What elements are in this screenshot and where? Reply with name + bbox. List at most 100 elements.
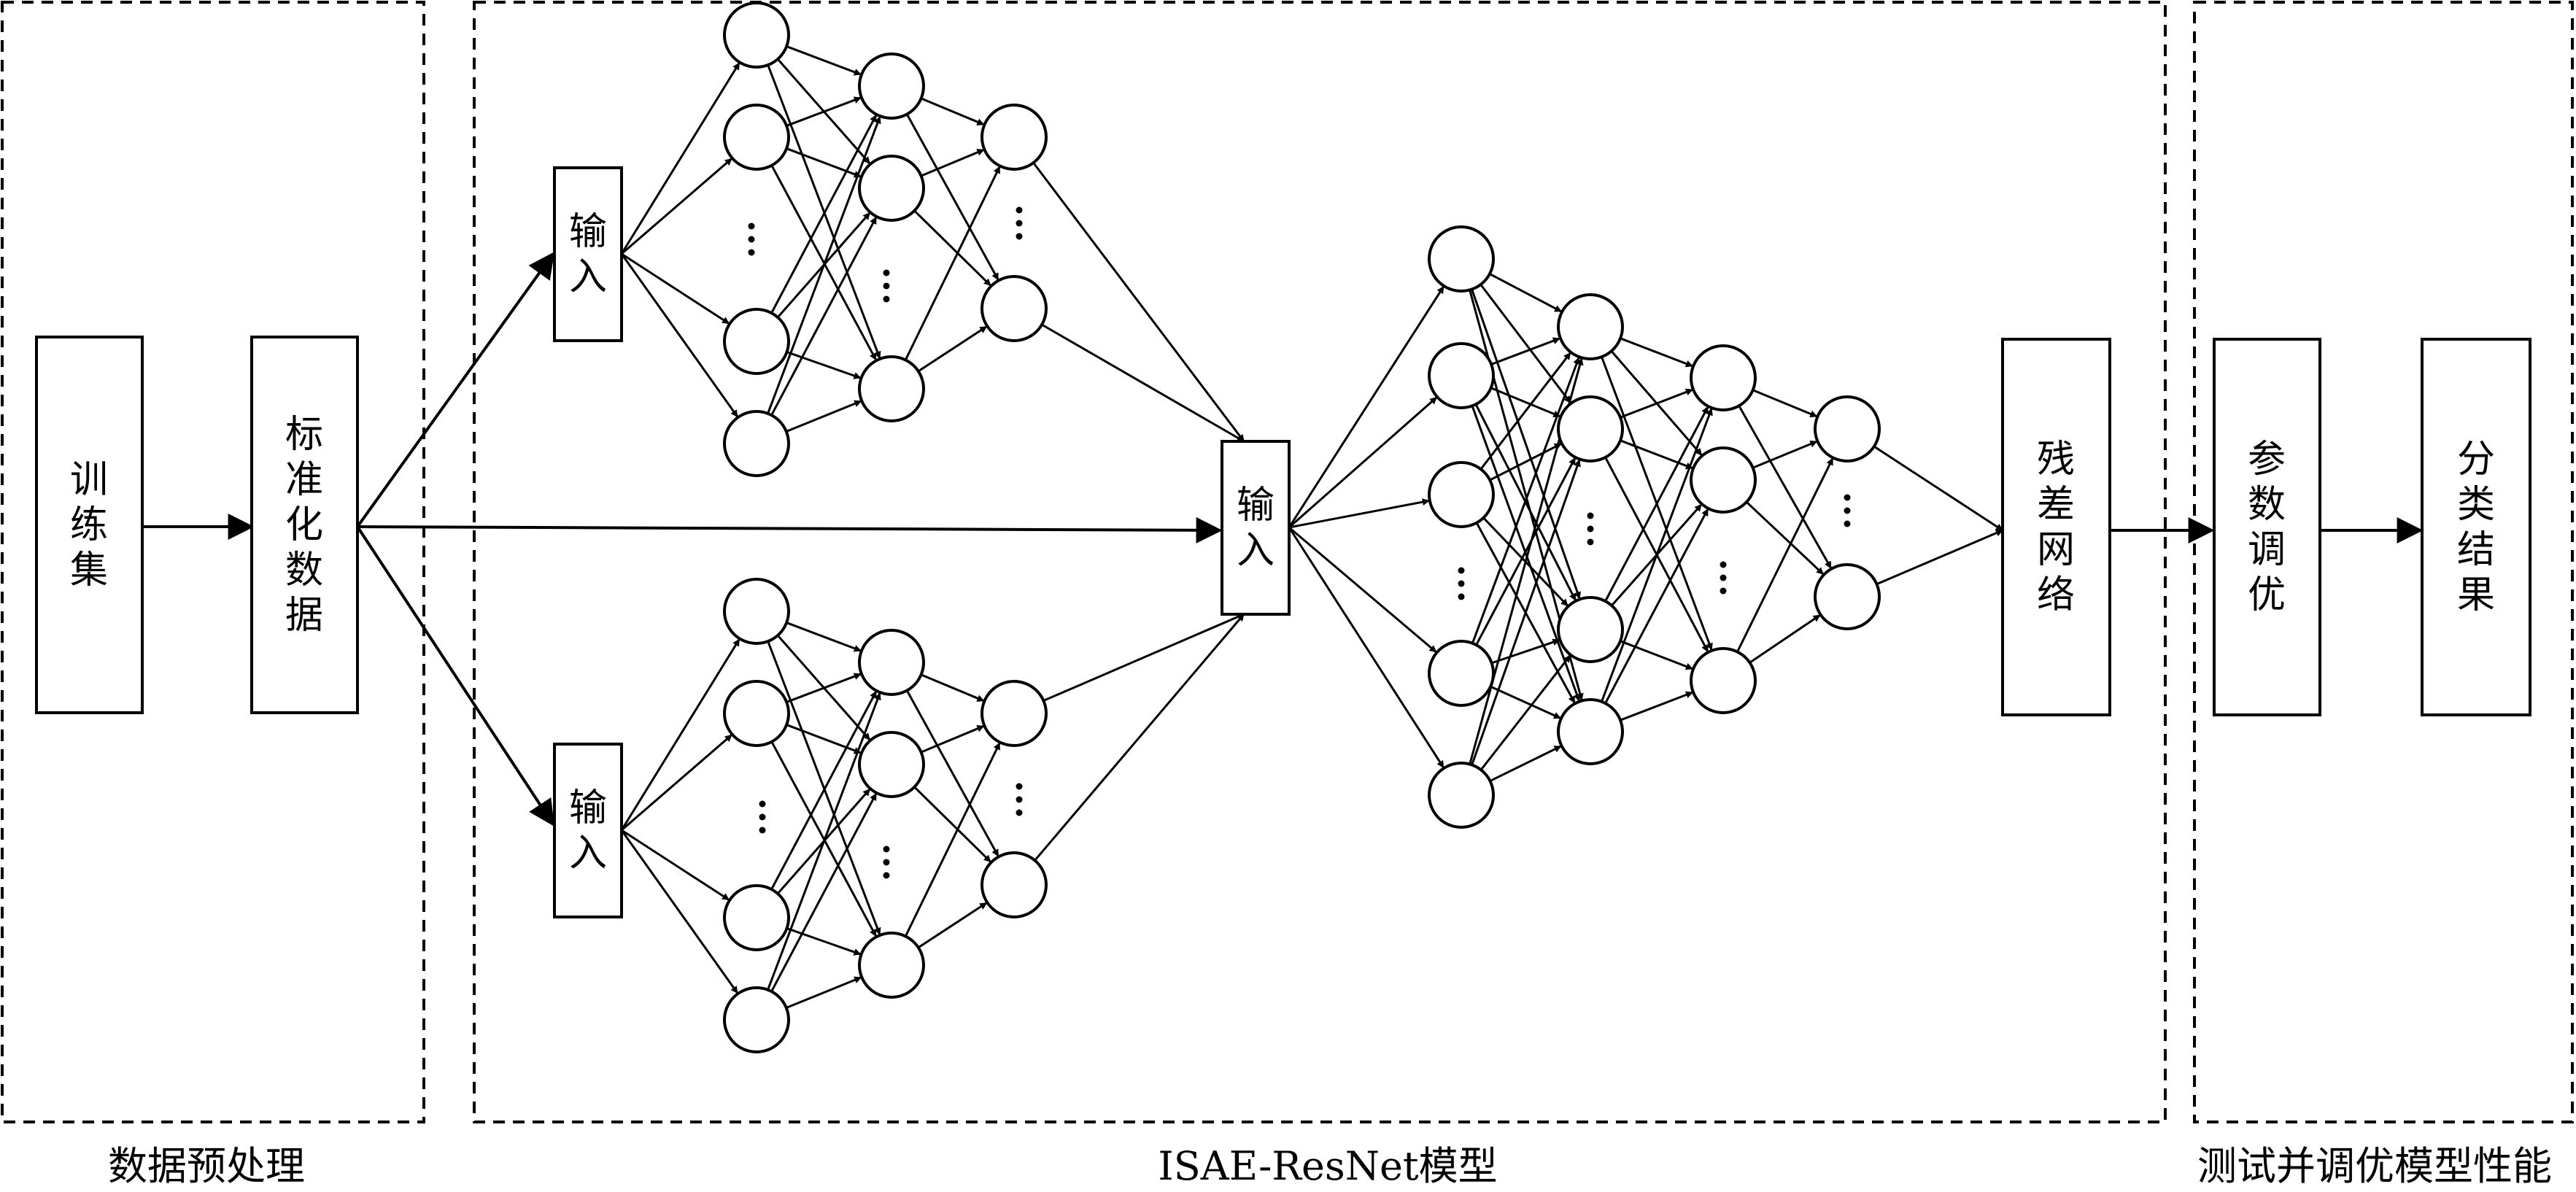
neuron (1557, 698, 1624, 765)
input-bottom-label: 输入 (569, 786, 607, 875)
connection-edge (786, 400, 862, 433)
connection-edge (1490, 337, 1560, 365)
network-edges (620, 45, 2003, 1009)
preprocess-caption: 数据预处理 (108, 1143, 305, 1189)
neuron (1690, 647, 1757, 714)
connection-edge (770, 792, 878, 992)
connection-edge (1604, 406, 1709, 602)
connection-edge (767, 692, 881, 991)
connection-edge (1746, 501, 1825, 576)
ellipsis-dot (1458, 580, 1465, 587)
connection-edge (786, 351, 862, 379)
standardized-data-label: 标准化数据 (285, 413, 323, 638)
ellipsis-dot (883, 282, 890, 290)
ellipsis-dot (1458, 593, 1465, 600)
ellipsis-dot (883, 269, 890, 276)
ellipsis-dot (1587, 538, 1594, 546)
connection-edge (621, 734, 732, 832)
network-neurons (723, 1, 1881, 1053)
connection-edge (917, 325, 988, 373)
connection-edge (1752, 440, 1818, 469)
ellipsis-dot (1587, 525, 1594, 533)
neuron (723, 410, 790, 477)
neuron (1690, 446, 1757, 514)
ellipsis-dot (1844, 507, 1851, 514)
neuron (858, 53, 925, 120)
connection-edge (1873, 445, 2003, 532)
connection-edge (786, 673, 862, 703)
connection-edge (770, 216, 878, 416)
ellipsis-dot (748, 236, 755, 243)
connection-edge (767, 64, 881, 359)
testing-section-frame (2193, 1, 2574, 1123)
ellipsis-dot (1458, 567, 1465, 574)
neuron (980, 104, 1048, 171)
connection-edge (1471, 459, 1581, 766)
connection-edge (913, 786, 991, 863)
connection-edge (620, 638, 740, 831)
connection-edge (1471, 357, 1580, 644)
neuron (1690, 344, 1757, 411)
residual-network-label: 残差网络 (2037, 438, 2075, 617)
connection-edge (917, 902, 988, 949)
connection-edge (786, 927, 862, 956)
ellipsis-dot (1016, 783, 1023, 790)
flow-arrows (142, 252, 2424, 827)
input-bottom-box: 输入 (553, 743, 623, 918)
residual-network-box: 残差网络 (2001, 338, 2111, 716)
connection-edge (1480, 284, 1571, 404)
neuron (1557, 395, 1624, 463)
connection-edge (1620, 640, 1693, 670)
input-top-label: 输入 (569, 210, 607, 299)
classification-result-label: 分类结果 (2457, 438, 2495, 617)
ellipsis-dot (748, 249, 755, 256)
neuron (723, 104, 790, 171)
connection-edge (905, 113, 999, 281)
connection-edge (1620, 337, 1693, 368)
neuron (1557, 596, 1624, 663)
neuron (1814, 563, 1881, 630)
ellipsis-dot (1016, 233, 1023, 240)
input-center-box: 输入 (1221, 440, 1291, 616)
connection-edge (1489, 273, 1563, 313)
connection-edge (1288, 396, 1438, 529)
standardized-data-box: 标准化数据 (250, 336, 359, 714)
arrow-standardized-to-input-top (356, 252, 555, 528)
connection-edge (1491, 638, 1560, 665)
neuron (858, 629, 925, 696)
connection-edge (786, 976, 862, 1009)
connection-edge (1738, 405, 1833, 569)
connection-edge (786, 96, 862, 127)
neuron (723, 884, 790, 951)
neuron (1428, 762, 1495, 829)
connection-edge (786, 724, 862, 754)
connection-edge (786, 147, 862, 178)
neuron (858, 355, 925, 422)
ellipsis-dot (759, 800, 766, 808)
ellipsis-dot (759, 827, 766, 834)
ellipsis-dot (759, 813, 766, 821)
connection-edge (621, 252, 730, 325)
connection-edge (1489, 443, 1562, 481)
neuron (858, 932, 925, 999)
connection-edge (1480, 654, 1571, 771)
connection-edge (904, 166, 1001, 361)
arrow-standardized-to-input-center (357, 516, 1223, 543)
connection-edge (1041, 323, 1245, 443)
neuron (723, 986, 790, 1053)
connection-edge (913, 209, 991, 287)
connection-edge (1620, 439, 1693, 470)
neuron (1428, 461, 1495, 528)
connection-edge (905, 689, 999, 857)
neuron (1428, 225, 1495, 293)
connection-edge (1489, 745, 1562, 782)
ellipsis-dot (1016, 206, 1023, 214)
connection-edge (620, 829, 739, 994)
connection-edge (904, 742, 1001, 937)
connection-edge (786, 45, 862, 76)
connection-edge (921, 673, 985, 703)
connection-edge (1601, 408, 1713, 703)
ellipsis-dot (748, 222, 755, 230)
neuron (723, 1, 790, 69)
